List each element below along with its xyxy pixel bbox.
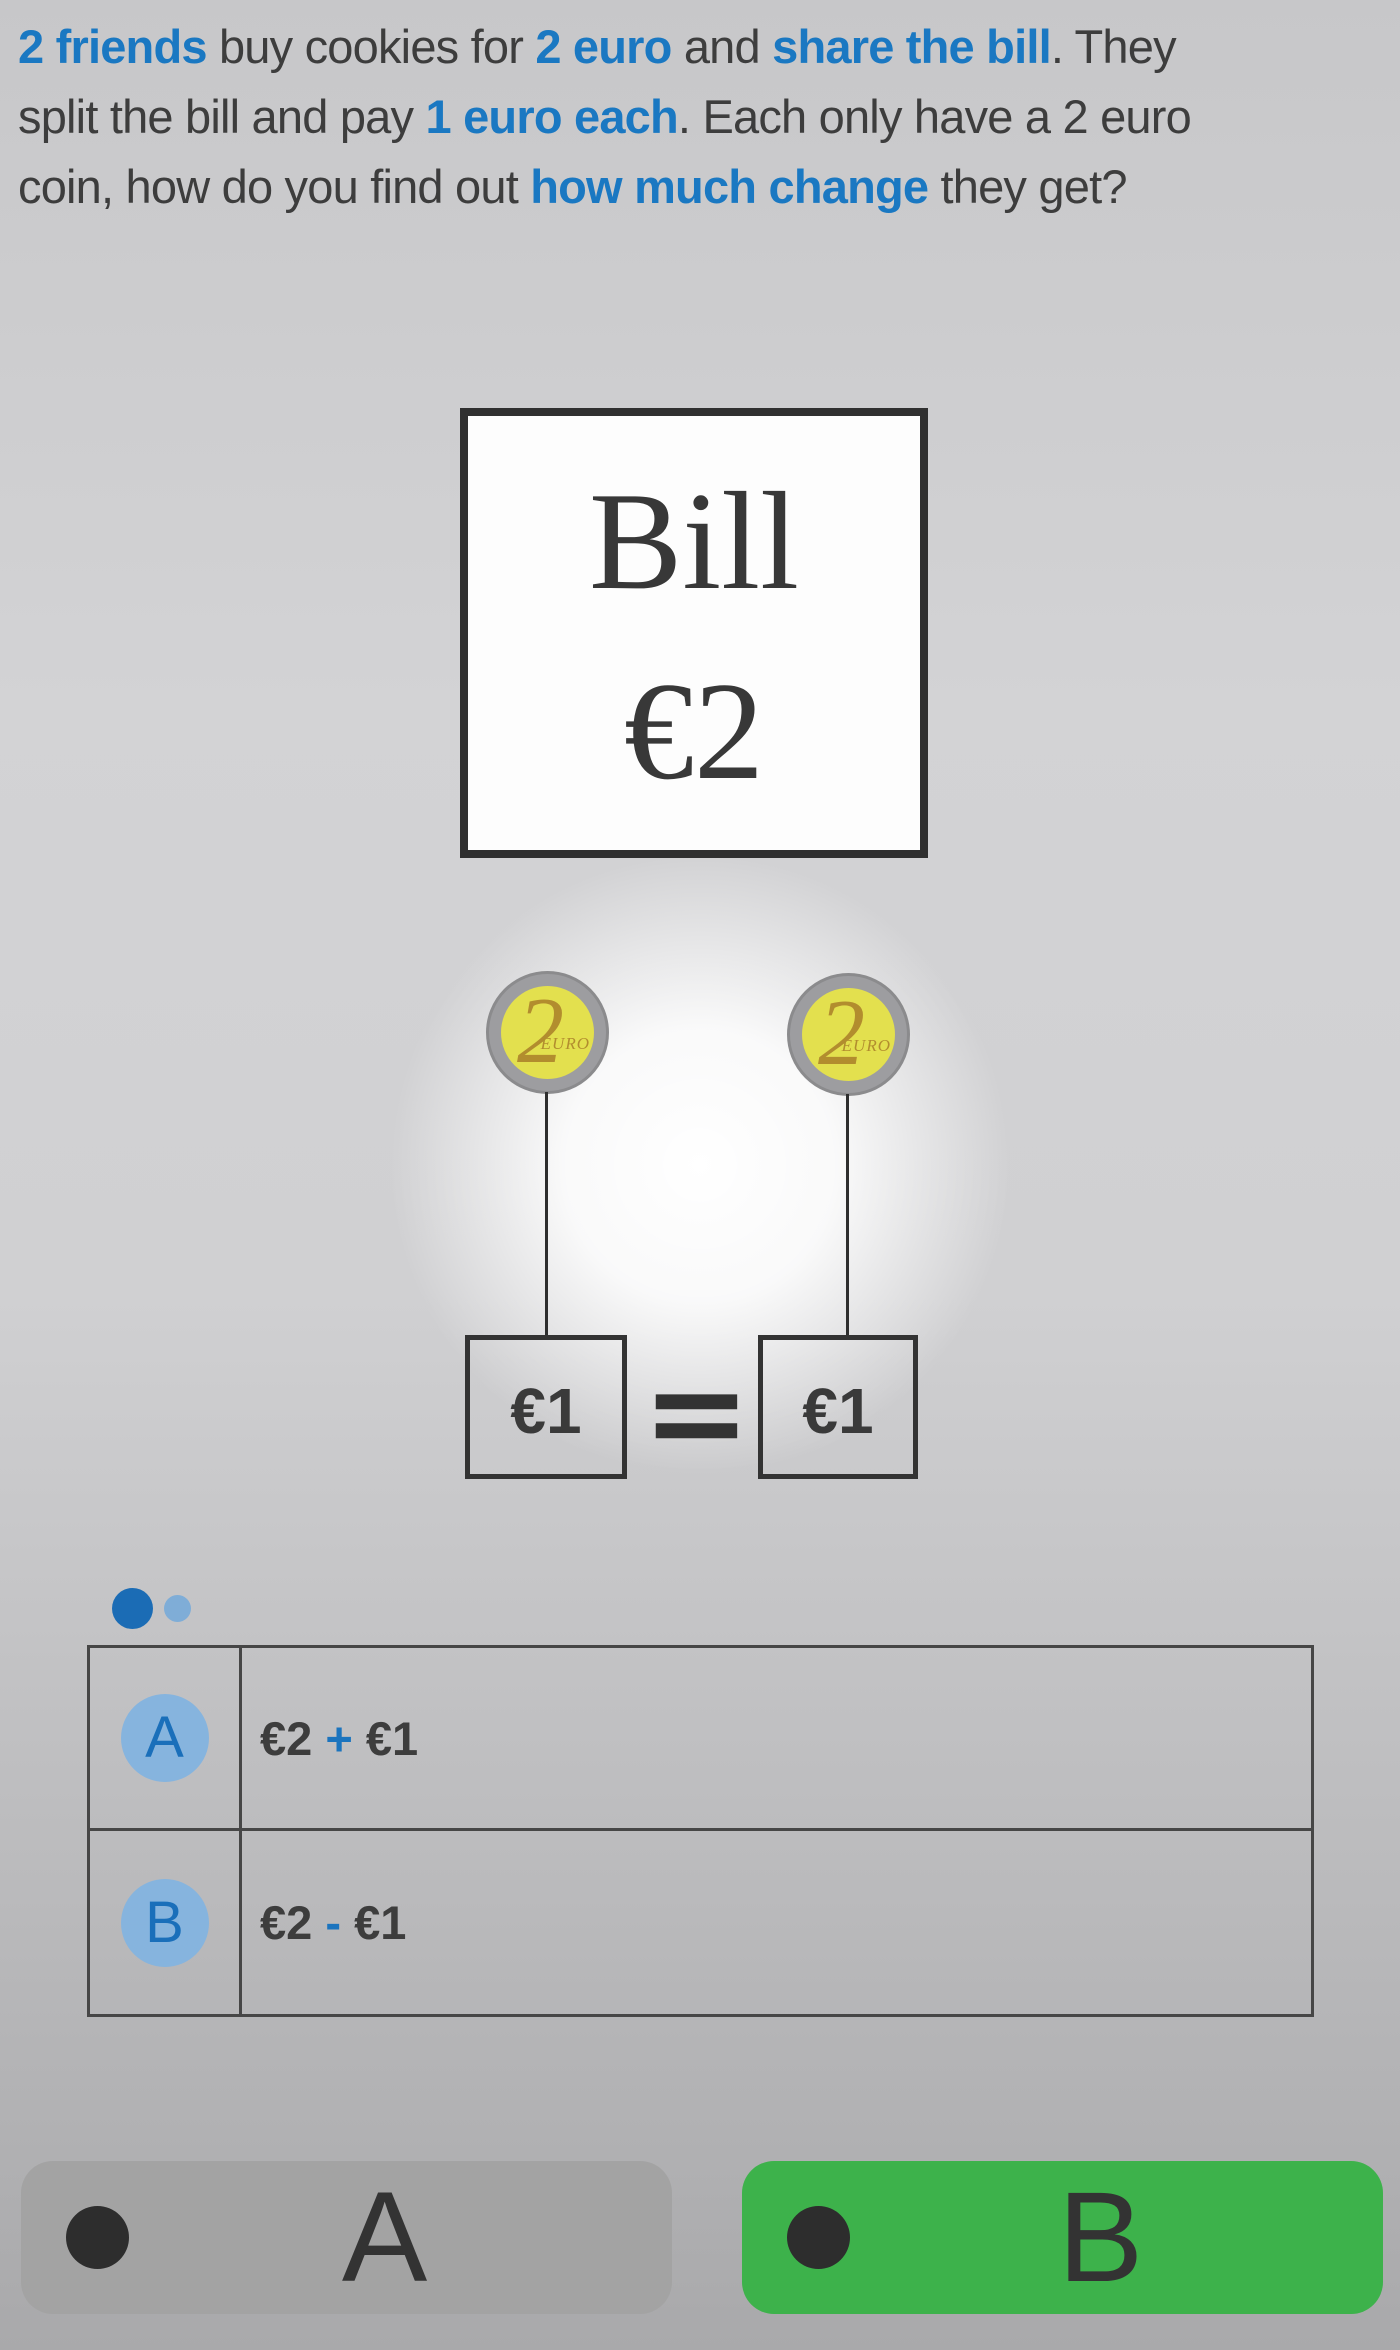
coin-value: 2: [517, 979, 564, 1083]
equals-sign: =: [642, 1336, 751, 1488]
question-segment: coin, how do you find out: [18, 160, 531, 213]
connector-line-left: [545, 1092, 548, 1337]
operator-minus: -: [312, 1896, 355, 1949]
radio-dot-icon: [66, 2206, 129, 2269]
options-table: A €2 + €1 B €2 - €1: [87, 1645, 1314, 2017]
question-segment: . They: [1050, 20, 1177, 73]
question-text: 2 friends buy cookies for 2 euro and sha…: [18, 12, 1393, 222]
bill-title: Bill: [588, 464, 800, 619]
answer-button-a-label: A: [341, 2165, 428, 2309]
coin-face: 2 EURO: [501, 979, 594, 1083]
connector-line-right: [846, 1094, 849, 1337]
question-highlight: 2 friends: [18, 20, 208, 73]
answer-button-b[interactable]: B: [742, 2161, 1383, 2314]
question-segment: . Each only have a 2 euro: [677, 90, 1192, 143]
question-line-1: 2 friends buy cookies for 2 euro and sha…: [18, 12, 1393, 82]
coin-currency-label: EURO: [841, 1036, 891, 1055]
option-b-badge: B: [120, 1878, 209, 1967]
option-letter-cell: B: [90, 1831, 242, 2014]
option-a-expression: €2 + €1: [242, 1648, 418, 1828]
question-highlight: 1 euro each: [425, 90, 678, 143]
expression-part: €1: [354, 1896, 407, 1949]
bill-card: Bill €2: [460, 408, 928, 858]
question-segment: split the bill and pay: [18, 90, 426, 143]
coin-currency-label: EURO: [540, 1034, 590, 1053]
coin-2-euro-left: 2 EURO: [486, 971, 609, 1094]
question-highlight: share the bill: [772, 20, 1052, 73]
question-line-3: coin, how do you find out how much chang…: [18, 152, 1393, 222]
answer-button-b-label: B: [1057, 2165, 1144, 2309]
bill-amount: €2: [624, 654, 764, 809]
split-amount-box-right: €1: [758, 1335, 918, 1479]
question-highlight: 2 euro: [535, 20, 672, 73]
question-segment: buy cookies for: [206, 20, 536, 73]
coin-2-euro-right: 2 EURO: [787, 973, 910, 1096]
progress-dot-inactive: [164, 1595, 191, 1622]
question-line-2: split the bill and pay 1 euro each. Each…: [18, 82, 1393, 152]
expression-part: €1: [365, 1711, 419, 1765]
radio-dot-icon: [787, 2206, 850, 2269]
question-segment: and: [671, 20, 773, 73]
operator-plus: +: [312, 1711, 366, 1765]
option-b-expression: €2 - €1: [242, 1831, 406, 2014]
question-highlight: how much change: [530, 160, 929, 213]
answer-button-a[interactable]: A: [21, 2161, 672, 2314]
option-row-b[interactable]: B €2 - €1: [90, 1831, 1311, 2014]
option-a-badge: A: [120, 1694, 209, 1782]
question-segment: they get?: [928, 160, 1127, 213]
option-row-a[interactable]: A €2 + €1: [90, 1648, 1311, 1831]
split-amount-box-left: €1: [465, 1335, 627, 1479]
option-letter-cell: A: [90, 1648, 242, 1828]
coin-face: 2 EURO: [802, 981, 895, 1085]
expression-part: €2: [260, 1711, 313, 1765]
expression-part: €2: [260, 1896, 313, 1949]
progress-dot-active: [112, 1588, 153, 1629]
coin-value: 2: [818, 981, 865, 1085]
